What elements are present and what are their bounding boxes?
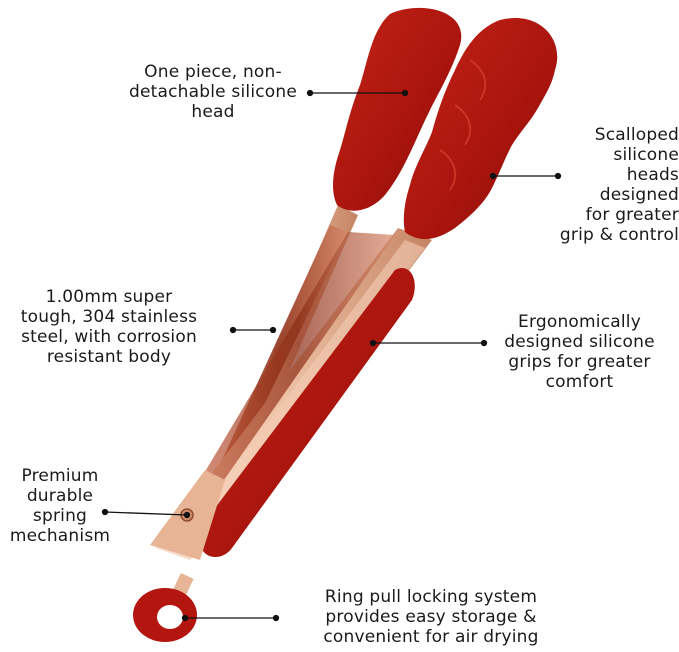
callout-line: grips for greater	[508, 352, 651, 372]
callout-line: mechanism	[9, 526, 111, 546]
ring-pull	[133, 572, 197, 642]
callout-line: One piece, non-	[144, 62, 282, 82]
silicone-head-back	[333, 7, 462, 211]
callout-line: resistant body	[46, 347, 172, 367]
silicone-grip	[200, 268, 415, 558]
scallop-ridges	[439, 59, 487, 191]
leader-lines	[101, 89, 562, 622]
callout-ergonomic-grips: Ergonomically designed silicone grips fo…	[480, 312, 679, 392]
callout-line: steel, with corrosion	[21, 327, 197, 347]
callout-line: designed	[599, 185, 679, 205]
callout-line: 1.00mm super	[45, 287, 173, 307]
callout-line: convenient for air drying	[323, 627, 539, 647]
callout-line: provides easy storage &	[325, 607, 537, 627]
callout-spring-mechanism: Premium durable spring mechanism	[0, 466, 120, 546]
callout-stainless-steel: 1.00mm super tough, 304 stainless steel,…	[0, 287, 218, 367]
inner-channel	[200, 232, 395, 500]
callout-line: comfort	[545, 372, 614, 392]
callout-line: detachable silicone	[128, 82, 298, 102]
callout-line: for greater	[585, 205, 679, 225]
callout-line: durable	[26, 486, 94, 506]
silicone-head-front	[403, 18, 558, 240]
callout-line: spring	[32, 506, 88, 526]
callout-line: head	[191, 102, 235, 122]
callout-line: designed silicone	[504, 332, 655, 352]
callout-ring-pull: Ring pull locking system provides easy s…	[300, 587, 562, 647]
callout-scalloped-heads: Scalloped silicone heads designed for gr…	[545, 125, 679, 245]
callout-line: Ring pull locking system	[324, 587, 538, 607]
callout-line: Premium	[21, 466, 99, 486]
callout-line: grip & control	[559, 225, 679, 245]
callout-line: Ergonomically	[518, 312, 641, 332]
callout-line: tough, 304 stainless	[20, 307, 198, 327]
callout-line: Scalloped	[594, 125, 679, 145]
callout-silicone-head: One piece, non- detachable silicone head	[118, 62, 308, 122]
callout-line: heads	[626, 165, 679, 185]
callout-line: silicone	[613, 145, 679, 165]
